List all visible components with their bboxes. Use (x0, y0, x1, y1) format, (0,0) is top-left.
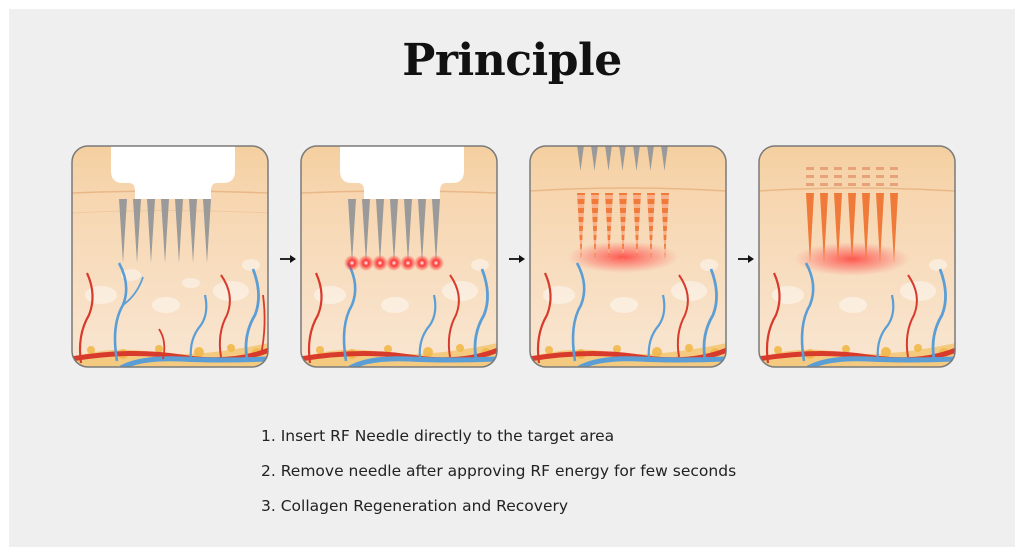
arrow-right-icon (280, 255, 296, 263)
page-title: Principle (402, 35, 622, 86)
panel-step-remove-needle (529, 145, 727, 368)
arrow-right-icon (509, 255, 525, 263)
step-2: 2. Remove needle after approving RF ener… (261, 462, 737, 480)
slide: Principle (9, 9, 1015, 547)
steps-list: 1. Insert RF Needle directly to the targ… (261, 425, 736, 530)
arrow-right-icon (738, 255, 754, 263)
panel-step-collagen-regeneration (758, 145, 956, 368)
step-1: 1. Insert RF Needle directly to the targ… (261, 427, 615, 445)
panel-step-rf-energy (300, 145, 498, 368)
panel-step-insert (71, 145, 269, 368)
step-3: 3. Collagen Regeneration and Recovery (261, 497, 569, 515)
